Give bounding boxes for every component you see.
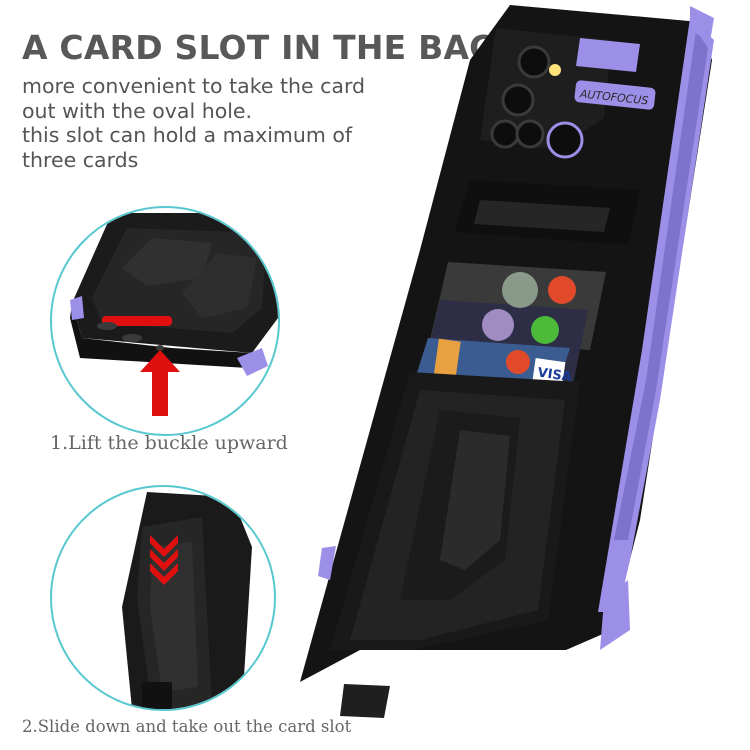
detail-circle-slide-down	[50, 485, 276, 711]
page-title: A CARD SLOT IN THE BACK	[22, 28, 520, 67]
description-line-2: out with the oval hole.	[22, 98, 253, 123]
description-line-3: this slot can hold a maximum of	[22, 123, 353, 147]
up-arrow-icon	[140, 350, 180, 416]
step-1-caption: 1.Lift the buckle upward	[50, 432, 288, 454]
description: more convenient to take the card out wit…	[22, 74, 402, 172]
description-line-4: three cards	[22, 147, 139, 172]
buckle-detail-image	[70, 213, 278, 416]
description-line-1: more convenient to take the card	[22, 74, 366, 98]
step-2-caption: 2.Slide down and take out the card slot	[22, 717, 352, 736]
chevron-down-icon	[150, 535, 178, 585]
detail-circle-lift-buckle	[50, 206, 280, 436]
slide-detail-image	[122, 492, 252, 709]
